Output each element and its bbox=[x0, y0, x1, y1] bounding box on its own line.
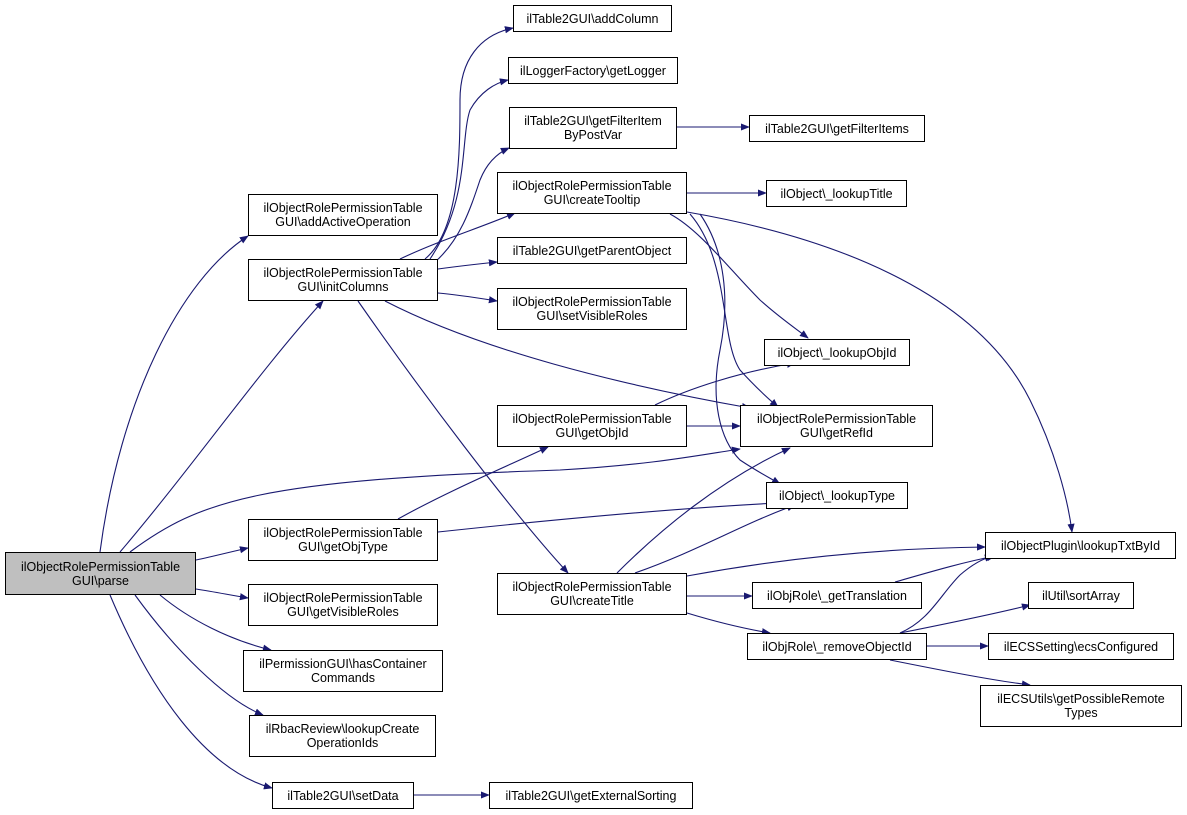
edge-remove-object-id-to-lookup-txt-by-id bbox=[899, 554, 994, 634]
edge-remove-object-id-to-get-possible-remote bbox=[889, 659, 1031, 688]
node-lookup-title[interactable]: ilObject\_lookupTitle bbox=[766, 180, 907, 207]
node-get-filter-items[interactable]: ilTable2GUI\getFilterItems bbox=[749, 115, 925, 142]
edge-init-to-get-ref-id bbox=[384, 300, 751, 411]
edge-get-obj-type-to-lookup-type bbox=[437, 499, 779, 533]
edge-create-title-to-lookup-txt-by-id bbox=[686, 543, 986, 577]
edge-init-to-add-column bbox=[424, 26, 514, 260]
edge-parse-to-get-obj-type bbox=[195, 546, 249, 561]
edge-create-title-to-lookup-type bbox=[634, 504, 796, 574]
edge-create-title-to-remove-object-id bbox=[686, 612, 771, 636]
node-get-logger[interactable]: ilLoggerFactory\getLogger bbox=[508, 57, 678, 84]
node-lookup-obj-id[interactable]: ilObject\_lookupObjId bbox=[764, 339, 910, 366]
edge-parse-to-add-active-operation bbox=[99, 235, 249, 553]
node-get-parent-object[interactable]: ilTable2GUI\getParentObject bbox=[497, 237, 687, 264]
edge-remove-object-id-to-sort-array bbox=[899, 603, 1031, 634]
node-lookup-txt-by-id[interactable]: ilObjectPlugin\lookupTxtById bbox=[985, 532, 1176, 559]
node-remove-object-id[interactable]: ilObjRole\_removeObjectId bbox=[747, 633, 927, 660]
edge-parse-to-has-container-commands bbox=[159, 594, 272, 652]
edge-init-to-get-parent-object bbox=[437, 259, 498, 270]
edge-parse-to-get-visible-roles bbox=[195, 588, 249, 601]
node-get-translation[interactable]: ilObjRole\_getTranslation bbox=[752, 582, 922, 609]
edge-create-tooltip-to-get-ref-id bbox=[689, 213, 779, 408]
edge-create-title-to-get-ref-id bbox=[616, 447, 791, 574]
edge-init-to-set-visible-roles bbox=[437, 292, 498, 304]
edge-parse-to-lookup-create bbox=[134, 594, 264, 716]
edge-init-to-create-tooltip bbox=[399, 212, 516, 260]
edge-parse-to-get-ref-id bbox=[129, 446, 741, 553]
edge-parse-to-init-columns bbox=[119, 300, 324, 553]
node-get-external-sorting[interactable]: ilTable2GUI\getExternalSorting bbox=[489, 782, 693, 809]
edge-init-to-create-title bbox=[357, 300, 569, 574]
edge-create-tooltip-to-lookup-obj-id bbox=[669, 213, 809, 339]
edge-create-tooltip-to-lookup-type bbox=[699, 213, 781, 485]
edge-get-obj-id-to-lookup-obj-id bbox=[654, 360, 796, 406]
edge-init-to-get-logger bbox=[429, 78, 509, 260]
edge-parse-to-set-data bbox=[109, 594, 273, 790]
node-sort-array[interactable]: ilUtil\sortArray bbox=[1028, 582, 1134, 609]
node-add-column[interactable]: ilTable2GUI\addColumn bbox=[513, 5, 672, 32]
edge-get-translation-to-lookup-txt-by-id bbox=[894, 554, 996, 583]
node-set-data[interactable]: ilTable2GUI\setData bbox=[272, 782, 414, 809]
edge-create-tooltip-to-lookup-txt-by-id bbox=[686, 211, 1075, 533]
node-ecs-configured[interactable]: ilECSSetting\ecsConfigured bbox=[988, 633, 1174, 660]
node-lookup-type[interactable]: ilObject\_lookupType bbox=[766, 482, 908, 509]
edge-init-to-get-filter-item bbox=[434, 147, 510, 263]
edge-get-obj-type-to-get-obj-id bbox=[397, 446, 549, 520]
